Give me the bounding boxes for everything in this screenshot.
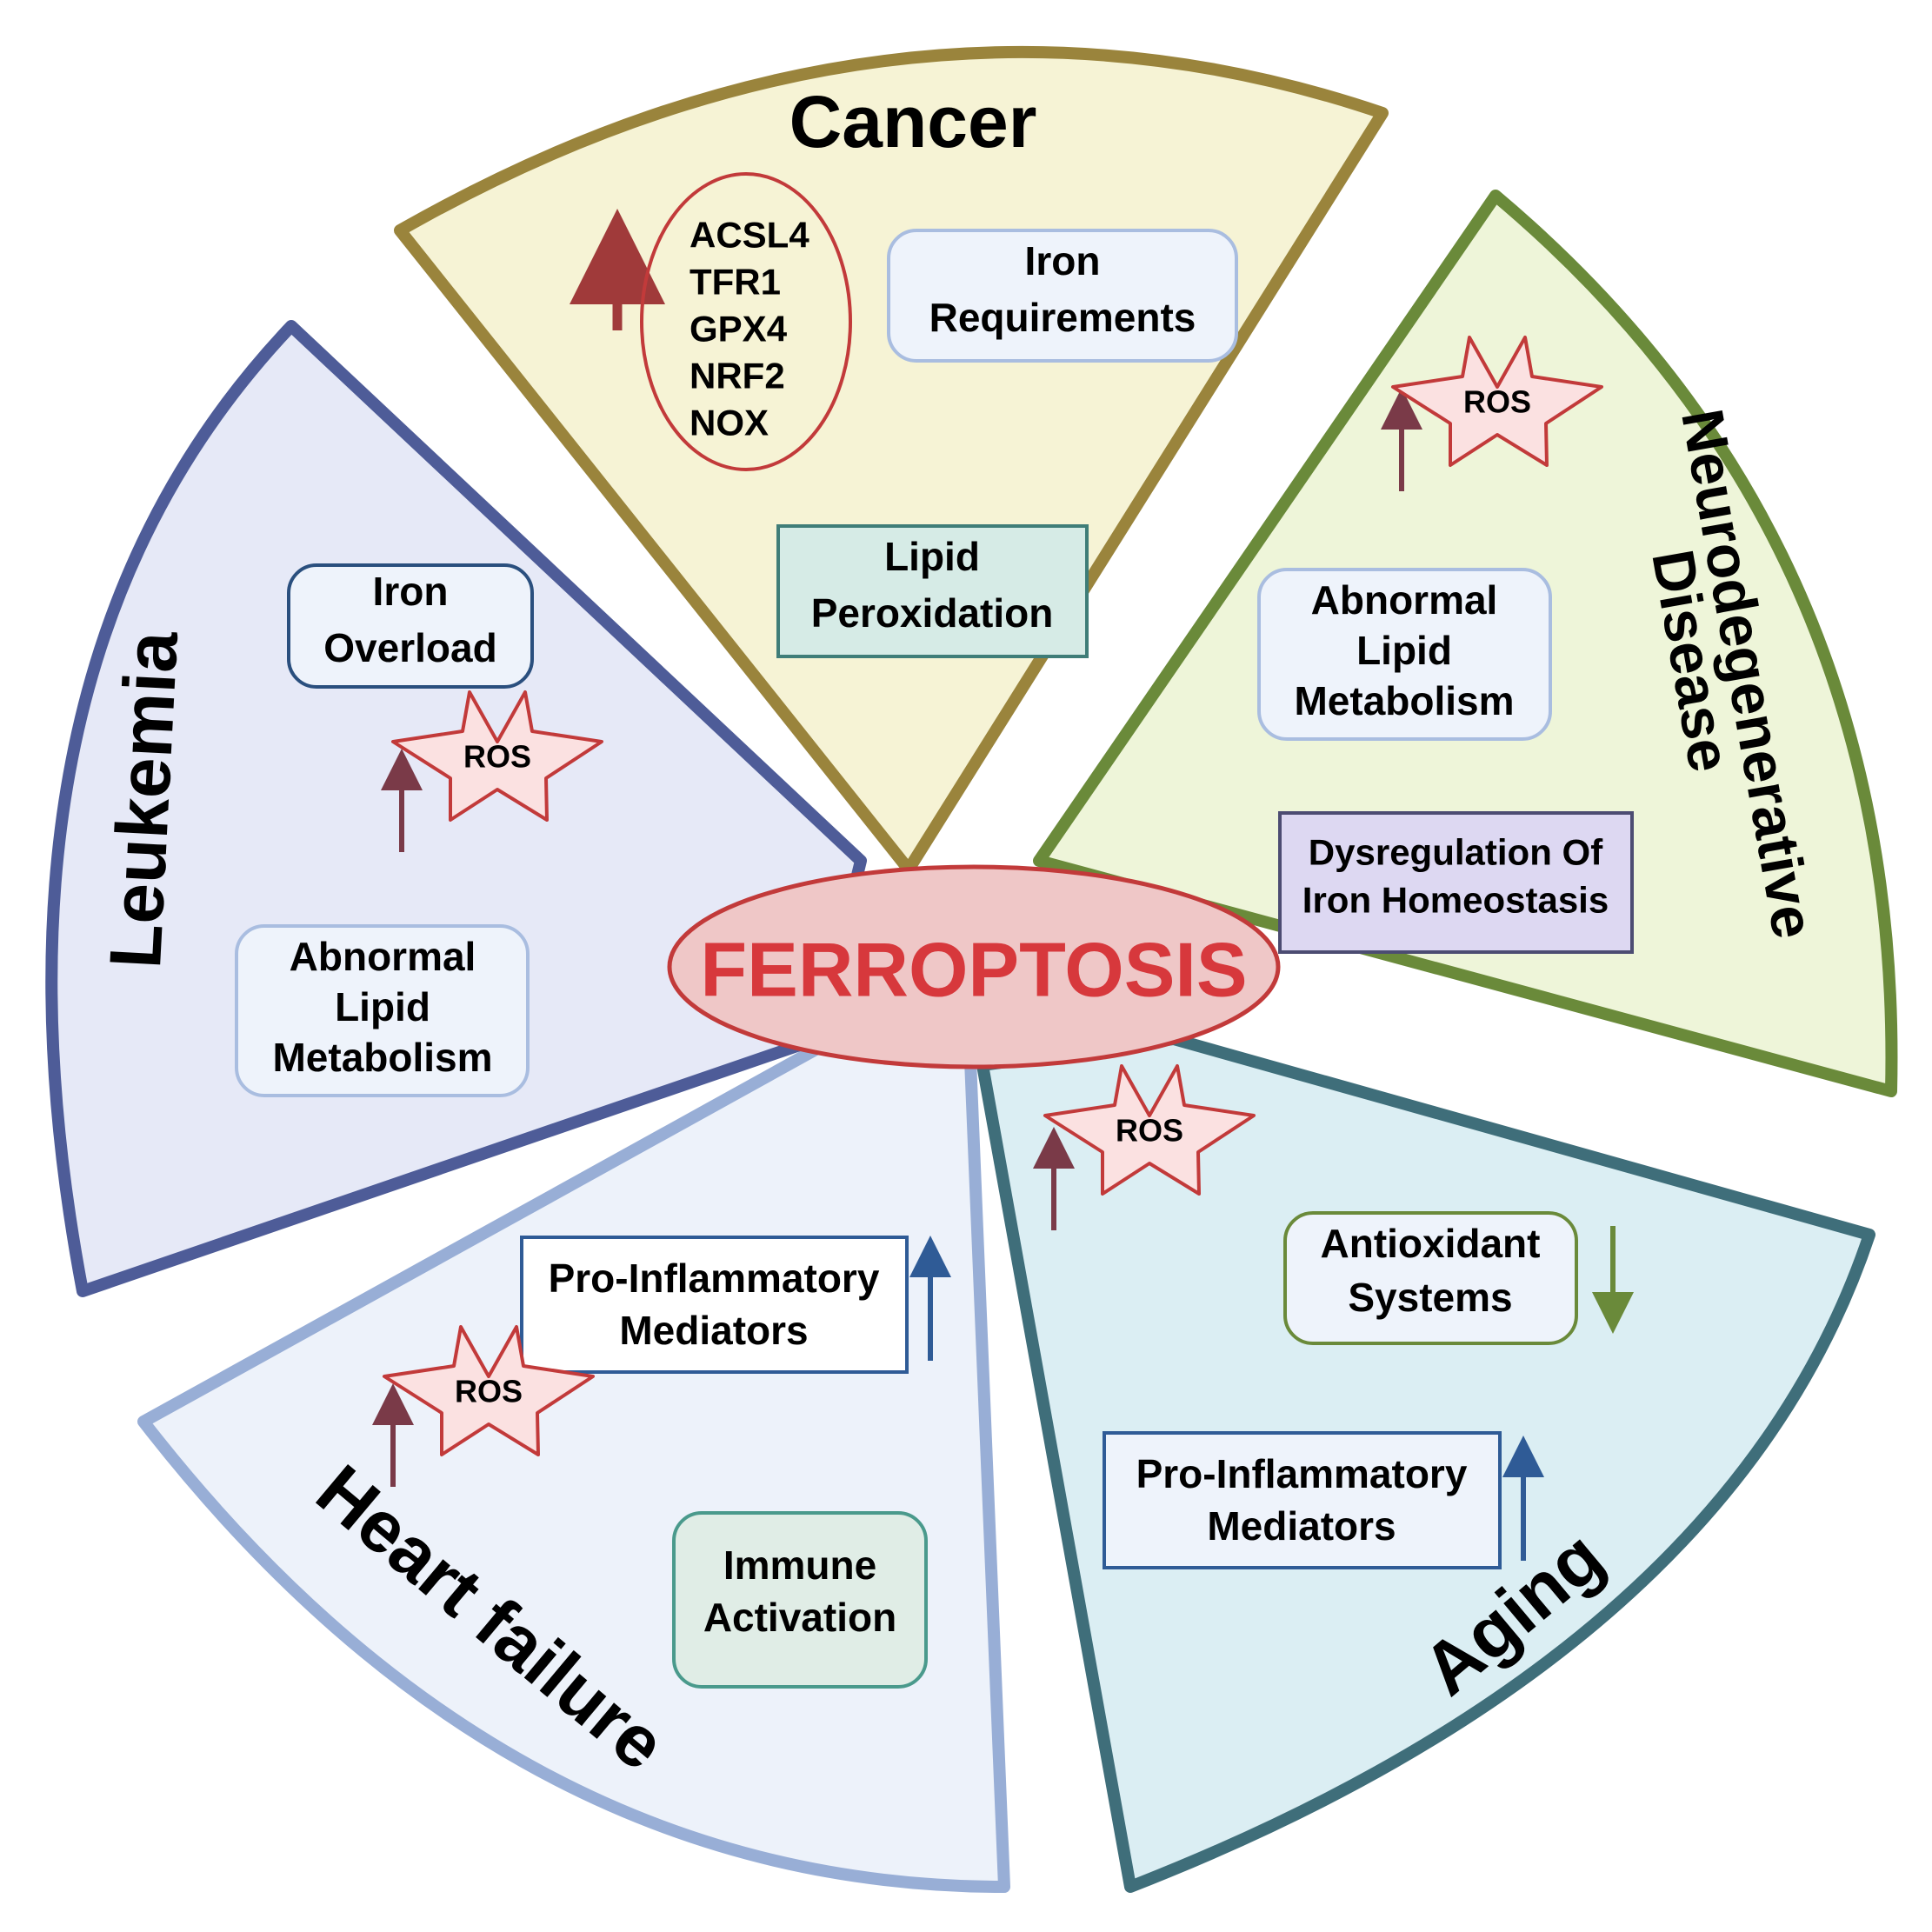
cancer-iron-requirements-box: Iron Requirements (887, 229, 1238, 363)
aging-antioxidant-box: Antioxidant Systems (1283, 1211, 1578, 1345)
gene-list-ellipse (640, 172, 852, 471)
heart-immune-activation-box: Immune Activation (672, 1511, 928, 1689)
svg-text:Peroxidation: Peroxidation (811, 590, 1054, 636)
svg-text:Abnormal: Abnormal (290, 934, 476, 979)
leukemia-iron-overload-box: Iron Overload (287, 563, 534, 689)
neuro-ros-star: ROS (1391, 336, 1603, 467)
svg-text:Iron: Iron (373, 569, 449, 614)
svg-text:Metabolism: Metabolism (1294, 678, 1514, 723)
svg-text:Antioxidant: Antioxidant (1321, 1221, 1541, 1266)
svg-text:Activation: Activation (703, 1595, 896, 1640)
svg-text:Abnormal: Abnormal (1311, 577, 1498, 623)
aging-pro-inflammatory-box: Pro-Inflammatory Mediators (1103, 1431, 1502, 1569)
svg-text:Mediators: Mediators (619, 1308, 808, 1353)
svg-text:Metabolism: Metabolism (272, 1035, 492, 1080)
cancer-lipid-peroxidation-box: Lipid Peroxidation (776, 524, 1089, 658)
leukemia-ros-label: ROS (463, 739, 531, 775)
svg-text:Iron Homeostasis: Iron Homeostasis (1302, 880, 1609, 921)
ferroptosis-label: FERROPTOSIS (700, 927, 1247, 1013)
svg-text:Systems: Systems (1348, 1275, 1512, 1320)
gene-tfr1: TFR1 (690, 262, 781, 303)
leukemia-abnormal-lipid-box: Abnormal Lipid Metabolism (235, 924, 530, 1097)
leukemia-ros-star: ROS (391, 690, 603, 822)
svg-text:Dysregulation Of: Dysregulation Of (1309, 832, 1603, 873)
svg-text:Overload: Overload (323, 625, 496, 670)
ferroptosis-center: FERROPTOSIS (667, 864, 1281, 1069)
svg-text:Iron: Iron (1025, 238, 1101, 283)
svg-text:Mediators: Mediators (1207, 1503, 1396, 1549)
svg-text:Pro-Inflammatory: Pro-Inflammatory (1136, 1451, 1468, 1496)
svg-text:Pro-Inflammatory: Pro-Inflammatory (549, 1256, 880, 1301)
svg-text:Requirements: Requirements (929, 295, 1196, 340)
neuro-abnormal-lipid-box: Abnormal Lipid Metabolism (1257, 568, 1552, 741)
gene-acsl4: ACSL4 (690, 215, 809, 256)
heart-pro-inflammatory-box: Pro-Inflammatory Mediators (520, 1236, 909, 1374)
svg-text:Lipid: Lipid (1356, 628, 1452, 673)
aging-ros-label: ROS (1116, 1113, 1183, 1149)
aging-ros-star: ROS (1043, 1064, 1256, 1196)
gene-gpx4: GPX4 (690, 309, 788, 350)
gene-nrf2: NRF2 (690, 356, 785, 396)
svg-text:Lipid: Lipid (884, 534, 980, 579)
gene-nox: NOX (690, 403, 769, 443)
leukemia-title: Leukemia (94, 629, 193, 970)
heart-ros-star: ROS (383, 1325, 595, 1456)
svg-text:Immune: Immune (723, 1542, 876, 1588)
neuro-iron-homeostasis-box: Dysregulation Of Iron Homeostasis (1278, 811, 1634, 954)
cancer-title: Cancer (789, 81, 1037, 163)
neuro-ros-label: ROS (1463, 384, 1531, 420)
heart-ros-label: ROS (455, 1374, 523, 1409)
svg-text:Lipid: Lipid (335, 984, 430, 1029)
